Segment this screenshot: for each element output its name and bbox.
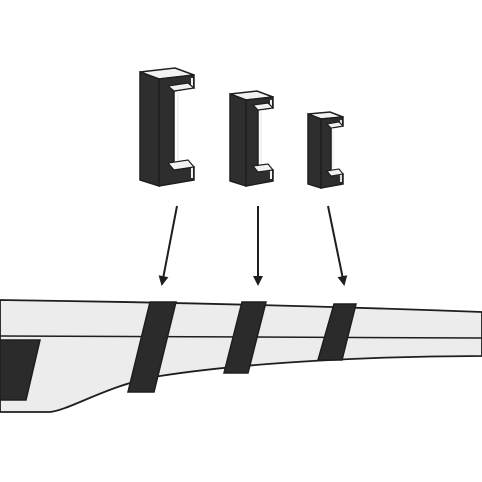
- section-band-3: [317, 303, 357, 361]
- profile-flange-bottom: [251, 163, 275, 173]
- arrow-to-section-3: [327, 205, 348, 286]
- section-band-2: [223, 301, 267, 374]
- profile-flange-bottom: [166, 159, 196, 171]
- c-channel-profile-large: [139, 67, 196, 188]
- profile-front-face: [307, 112, 322, 190]
- profile-front-face: [139, 70, 160, 188]
- beam-root-block: [0, 339, 41, 401]
- c-channel-profile-medium: [229, 90, 275, 188]
- profile-flange-top: [325, 121, 345, 129]
- profile-flange-bottom: [325, 168, 345, 177]
- profile-flange-top: [166, 82, 196, 92]
- profile-flange-top: [251, 102, 275, 111]
- section-band-1: [127, 301, 177, 393]
- profile-front-face: [229, 92, 247, 188]
- c-channel-profile-small: [307, 111, 345, 190]
- arrow-to-section-1: [158, 205, 178, 286]
